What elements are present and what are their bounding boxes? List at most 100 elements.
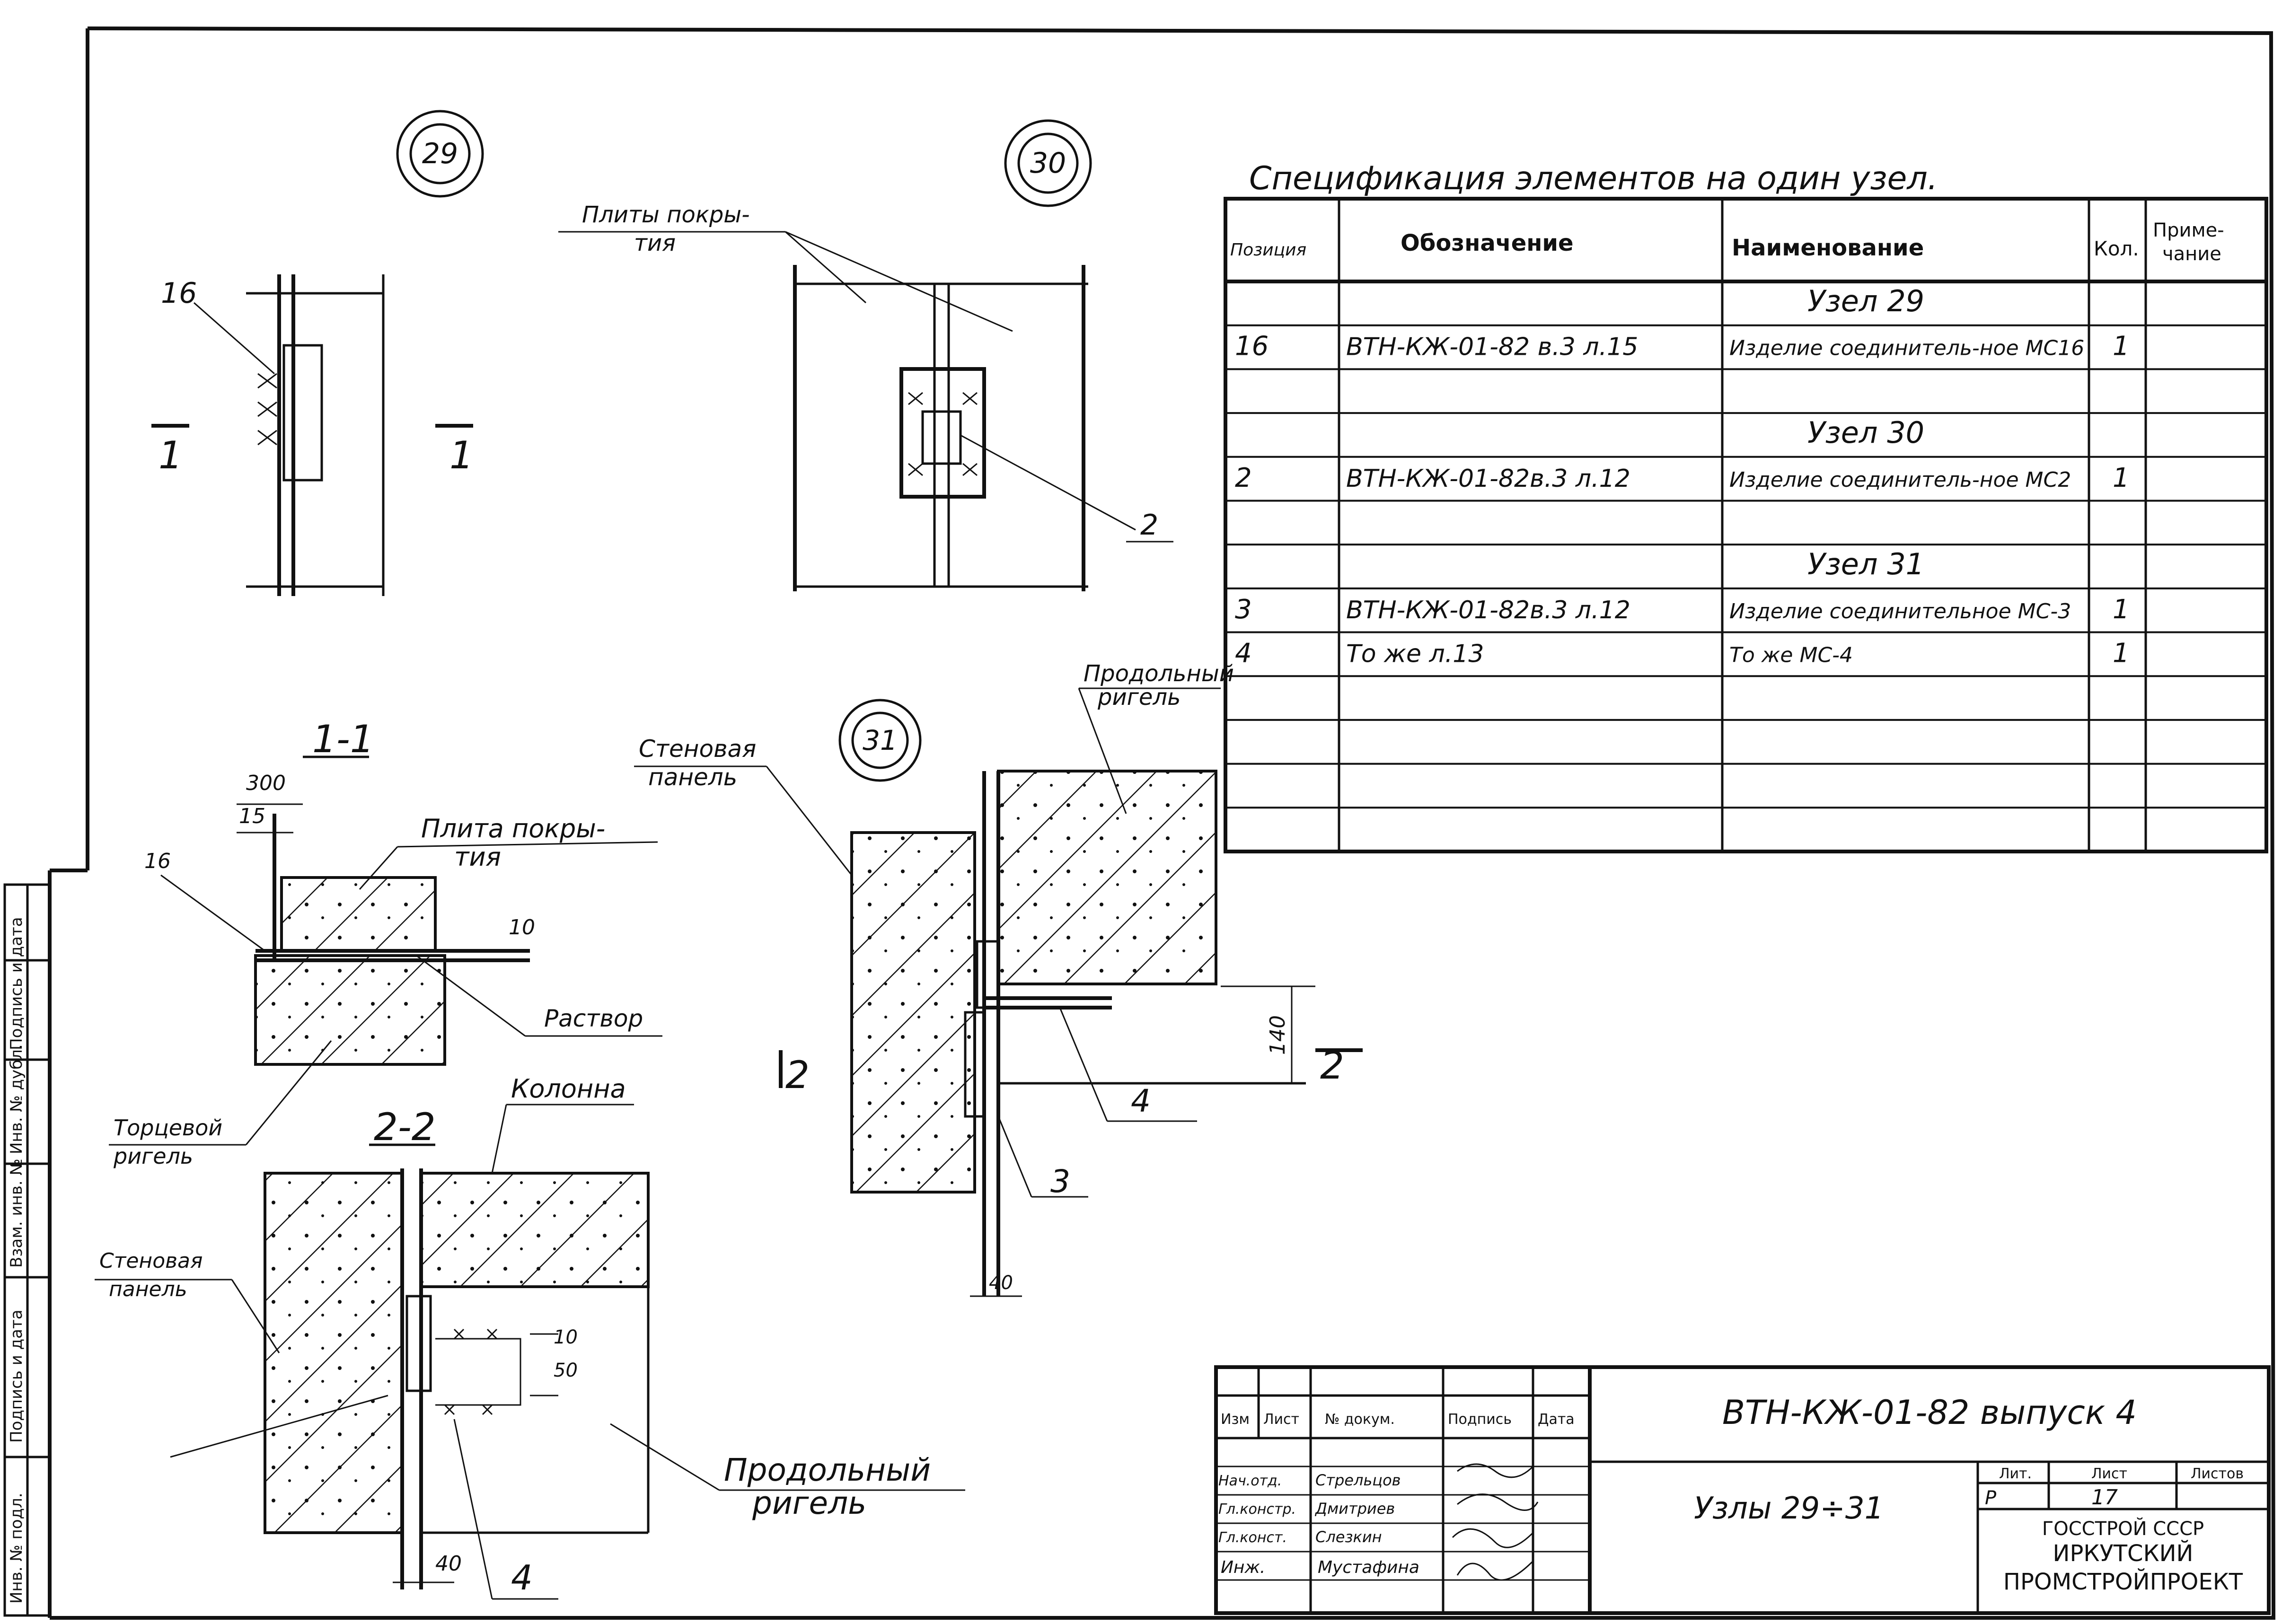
spec-header-qty: Кол. <box>2094 237 2139 260</box>
node-30-detail: 30 Плиты покры- тия 2 <box>558 119 1173 591</box>
node-29-position: 16 <box>161 277 197 310</box>
node-29-detail: 29 16 1 1 <box>151 110 484 596</box>
spec-header-position: Позиция <box>1230 240 1306 260</box>
section-11-beam-label-1: Торцевой <box>114 1115 222 1141</box>
section-22-column-label: Колонна <box>511 1074 626 1104</box>
tb-name-3: Слезкин <box>1315 1528 1382 1546</box>
tb-stage-lit-label: Лит. <box>1999 1466 2032 1482</box>
node-31-number: 31 <box>863 724 898 756</box>
section-22-pos-label: 4 <box>511 1558 533 1598</box>
spec-header-designation: Обозначение <box>1401 230 1574 256</box>
spec-cell-pos: 2 <box>1235 463 1252 493</box>
section-11-title: 1-1 <box>312 717 374 761</box>
node-30-position: 2 <box>1140 509 1158 542</box>
node-31-dim-40: 40 <box>989 1272 1013 1294</box>
signature-scribble <box>1452 1463 1539 1581</box>
tb-role-4: Инж. <box>1221 1558 1265 1577</box>
tb-org-line-2: ИРКУТСКИЙ <box>2053 1540 2194 1567</box>
node-30-slab-label-2: тия <box>634 230 676 256</box>
section-11-slab-label-1: Плита покры- <box>421 814 605 843</box>
node-30-number: 30 <box>1030 147 1066 180</box>
spec-cell-name: Узел 29 <box>1807 284 1924 318</box>
section-11-dim-300: 300 <box>246 771 286 795</box>
tb-sheet-title: Узлы 29÷31 <box>1694 1491 1884 1526</box>
spec-header-note-1: Приме- <box>2153 219 2224 241</box>
specification-table: Спецификация элементов на один узел. Поз… <box>1224 160 2268 853</box>
title-block: Изм Лист № докум. Подпись Дата Нач.отд. … <box>1214 1365 2271 1615</box>
spec-cell-name: Узел 31 <box>1807 547 1924 581</box>
spec-cell-designation: ВТН-КЖ-01-82 в.3 л.15 <box>1346 333 1638 361</box>
strip-cell-4: Инв. № дубл. <box>7 1044 26 1154</box>
spec-header-name: Наименование <box>1732 235 1924 261</box>
spec-cell-name: Узел 30 <box>1807 415 1924 450</box>
tb-name-4: Мустафина <box>1318 1558 1419 1577</box>
node-31-dim-140: 140 <box>1266 1015 1290 1055</box>
strip-cell-2: Подпись и дата <box>7 1309 26 1443</box>
section-11-beam-label-2: ригель <box>113 1143 193 1169</box>
spec-cell-designation: То же л.13 <box>1346 640 1484 668</box>
spec-cell-pos: 16 <box>1235 331 1269 362</box>
tb-org-line-1: ГОССТРОЙ СССР <box>2042 1517 2204 1540</box>
strip-cell-5: Подпись и дата <box>7 917 26 1050</box>
node-31-detail: 31 Стеновая панель 140 Продольный ригель… <box>634 660 1363 1297</box>
node-31-beam-label-1: Продольный <box>1084 660 1234 687</box>
section-11-mortar-label: Раствор <box>544 1005 643 1032</box>
section-22-beam-label-2: ригель <box>752 1485 866 1521</box>
tb-role-1: Нач.отд. <box>1218 1473 1282 1489</box>
section-22-beam-label-1: Продольный <box>724 1452 931 1488</box>
spec-cell-designation: ВТН-КЖ-01-82в.3 л.12 <box>1346 596 1630 624</box>
tb-stage-lit-value: Р <box>1985 1487 1997 1509</box>
section-11-dim-15: 15 <box>239 804 265 828</box>
section-22-dim-10: 10 <box>554 1326 578 1348</box>
tb-header-sign: Подпись <box>1448 1411 1512 1428</box>
tb-name-2: Дмитриев <box>1314 1500 1395 1518</box>
left-stamp-strip: Инв. № подл. Подпись и дата Взам. инв. №… <box>3 883 51 1617</box>
spec-cell-pos: 3 <box>1235 594 1252 625</box>
spec-cell-name: Изделие соединительное МС-3 <box>1729 599 2071 623</box>
tb-header-doc: № докум. <box>1325 1411 1395 1428</box>
section-11-dim-6: 16 <box>144 849 171 873</box>
spec-cell-name: То же МС-4 <box>1729 643 1853 667</box>
tb-stage-sheet-value: 17 <box>2091 1485 2118 1510</box>
node-29-number: 29 <box>422 137 458 170</box>
spec-cell-qty: 1 <box>2113 594 2130 625</box>
section-22-dim-50: 50 <box>554 1360 578 1381</box>
tb-header-list: Лист <box>1263 1411 1299 1428</box>
node-31-panel-label-2: панель <box>648 764 737 791</box>
node-30-slab-label-1: Плиты покры- <box>582 202 750 228</box>
tb-header-izm: Изм <box>1221 1411 1250 1428</box>
node-31-pos-3: 3 <box>1050 1163 1070 1200</box>
node-31-panel-label-1: Стеновая <box>639 735 756 763</box>
tb-name-1: Стрельцов <box>1315 1471 1401 1489</box>
node-31-mark-left: 2 <box>785 1053 810 1097</box>
tb-org-line-3: ПРОМСТРОЙПРОЕКТ <box>2003 1568 2243 1595</box>
spec-cell-pos: 4 <box>1235 638 1252 669</box>
spec-cell-qty: 1 <box>2113 463 2130 493</box>
section-22-dim-40: 40 <box>435 1552 462 1576</box>
node-29-mark-left: 1 <box>159 433 183 477</box>
tb-stage-sheet-label: Лист <box>2091 1466 2127 1482</box>
section-11-dim-10: 10 <box>509 915 535 939</box>
spec-header-note-2: чание <box>2162 243 2221 265</box>
tb-header-date: Дата <box>1538 1411 1575 1428</box>
node-29-mark-right: 1 <box>449 433 474 477</box>
tb-code: ВТН-КЖ-01-82 выпуск 4 <box>1722 1393 2137 1432</box>
spec-cell-designation: ВТН-КЖ-01-82в.3 л.12 <box>1346 465 1630 493</box>
strip-cell-3: Взам. инв. № <box>7 1159 26 1268</box>
section-22-panel-label-1: Стеновая <box>99 1249 203 1273</box>
tb-role-2: Гл.констр. <box>1218 1501 1296 1518</box>
node-31-pos-4: 4 <box>1131 1083 1151 1119</box>
section-22-title: 2-2 <box>374 1105 436 1149</box>
section-22-panel-label-2: панель <box>109 1277 187 1301</box>
spec-cell-qty: 1 <box>2113 638 2130 669</box>
strip-cell-1: Инв. № подл. <box>7 1492 26 1604</box>
section-11-slab-label-2: тия <box>454 842 501 872</box>
tb-role-3: Гл.конст. <box>1218 1529 1287 1546</box>
section-1-1: 1-1 300 15 16 10 Плита покры- тия Раство… <box>109 717 662 1169</box>
spec-cell-name: Изделие соединитель-ное МС16 <box>1729 336 2084 360</box>
spec-cell-qty: 1 <box>2113 331 2130 362</box>
tb-stage-sheets-label: Листов <box>2191 1466 2244 1482</box>
section-2-2: 2-2 Колонна 10 50 Стеновая панель Продол… <box>95 1074 965 1600</box>
